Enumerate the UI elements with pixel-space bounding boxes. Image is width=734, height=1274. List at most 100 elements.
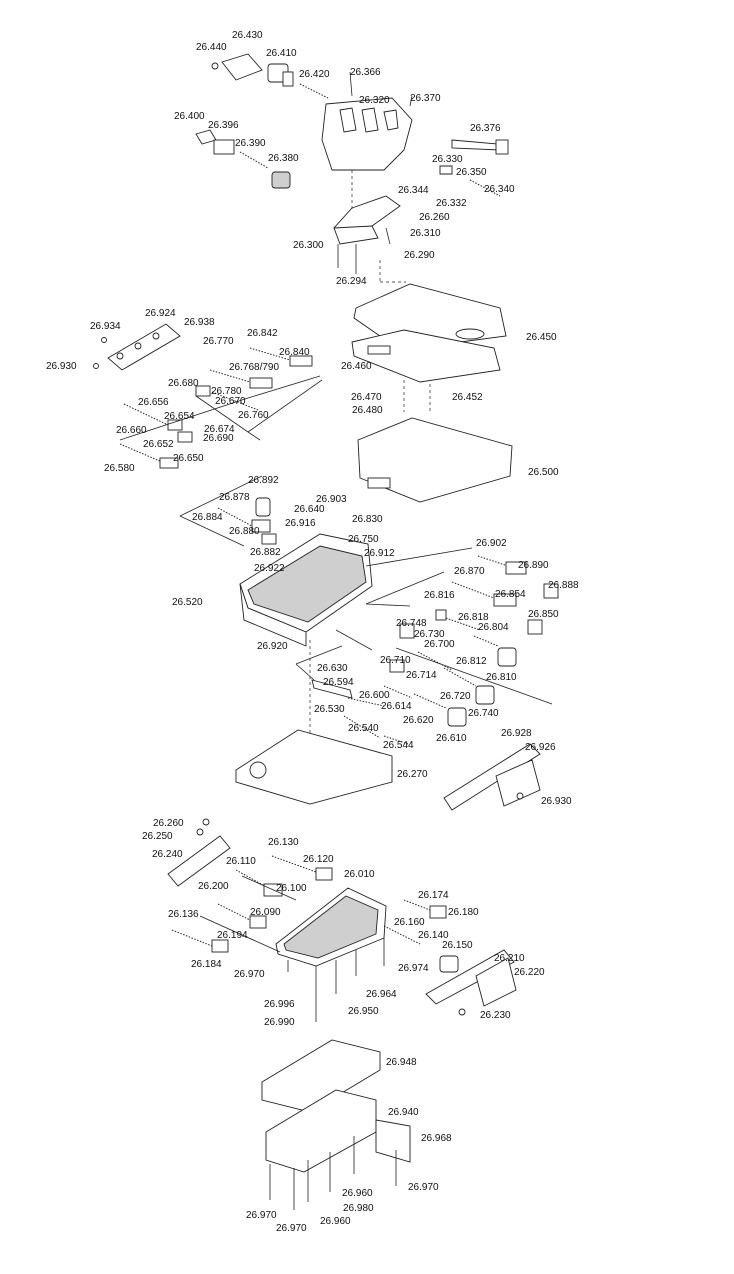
label: 26.974 — [398, 963, 429, 974]
label: 26.656 — [138, 397, 169, 408]
label: 26.960 — [342, 1188, 373, 1199]
label: 26.294 — [336, 276, 367, 287]
label: 26.970 — [276, 1223, 307, 1234]
label: 26.912 — [364, 548, 395, 559]
label: 26.340 — [484, 184, 515, 195]
label: 26.780 — [211, 386, 242, 397]
label: 26.720 — [440, 691, 471, 702]
label: 26.530 — [314, 704, 345, 715]
lower-plate-group — [235, 729, 541, 811]
label: 26.750 — [348, 534, 379, 545]
label: 26.990 — [264, 1017, 295, 1028]
label: 26.884 — [192, 512, 223, 523]
label: 26.330 — [432, 154, 463, 165]
label: 26.344 — [398, 185, 429, 196]
label: 26.650 — [173, 453, 204, 464]
label: 26.452 — [452, 392, 483, 403]
label: 26.654 — [164, 411, 195, 422]
label: 26.390 — [235, 138, 266, 149]
label: 26.810 — [486, 672, 517, 683]
label: 26.980 — [343, 1203, 374, 1214]
label: 26.850 — [528, 609, 559, 620]
label: 26.366 — [350, 67, 381, 78]
label: 26.420 — [299, 69, 330, 80]
label: 26.200 — [198, 881, 229, 892]
label: 26.818 — [458, 612, 489, 623]
label: 26.544 — [383, 740, 414, 751]
label: 26.970 — [246, 1210, 277, 1221]
label: 26.400 — [174, 111, 205, 122]
label: 26.890 — [518, 560, 549, 571]
label: 26.120 — [303, 854, 334, 865]
label: 26.450 — [526, 332, 557, 343]
label: 26.500 — [528, 467, 559, 478]
label: 26.260 — [419, 212, 450, 223]
label: 26.140 — [418, 930, 449, 941]
label: 26.100 — [276, 883, 307, 894]
label: 26.370 — [410, 93, 441, 104]
label: 26.760 — [238, 410, 269, 421]
part-labels: 26.430 26.440 26.410 26.420 26.366 26.32… — [46, 30, 579, 1234]
label: 26.010 — [344, 869, 375, 880]
label: 26.870 — [454, 566, 485, 577]
label: 26.594 — [323, 677, 354, 688]
label: 26.620 — [403, 715, 434, 726]
label: 26.320 — [359, 95, 390, 106]
label: 26.842 — [247, 328, 278, 339]
label: 26.730 — [414, 629, 445, 640]
label: 26.520 — [172, 597, 203, 608]
label: 26.770 — [203, 336, 234, 347]
label: 26.964 — [366, 989, 397, 1000]
label: 26.310 — [410, 228, 441, 239]
label: 26.902 — [476, 538, 507, 549]
label: 26.878 — [219, 492, 250, 503]
label: 26.680 — [168, 378, 199, 389]
label: 26.110 — [226, 856, 256, 867]
label: 26.460 — [341, 361, 372, 372]
label: 26.830 — [352, 514, 383, 525]
label: 26.882 — [250, 547, 281, 558]
label: 26.614 — [381, 701, 412, 712]
label: 26.332 — [436, 198, 467, 209]
label: 26.920 — [257, 641, 288, 652]
label: 26.970 — [234, 969, 265, 980]
label: 26.194 — [217, 930, 248, 941]
label: 26.410 — [266, 48, 297, 59]
label: 26.610 — [436, 733, 467, 744]
label: 26.960 — [320, 1216, 351, 1227]
label: 26.180 — [448, 907, 479, 918]
label: 26.934 — [90, 321, 121, 332]
label: 26.220 — [514, 967, 545, 978]
label: 26.260 — [153, 818, 184, 829]
label: 26.924 — [145, 308, 176, 319]
label: 26.230 — [480, 1010, 511, 1021]
label: 26.970 — [408, 1182, 439, 1193]
label: 26.174 — [418, 890, 449, 901]
label: 26.930 — [541, 796, 572, 807]
label: 26.996 — [264, 999, 295, 1010]
label: 26.816 — [424, 590, 455, 601]
label: 26.812 — [456, 656, 487, 667]
label: 26.922 — [254, 563, 285, 574]
label: 26.950 — [348, 1006, 379, 1017]
label: 26.930 — [46, 361, 77, 372]
label: 26.470 — [351, 392, 382, 403]
label: 26.660 — [116, 425, 147, 436]
label: 26.903 — [316, 494, 347, 505]
left-valve-train-group — [93, 323, 323, 547]
label: 26.926 — [525, 742, 556, 753]
label: 26.540 — [348, 723, 379, 734]
label: 26.748 — [396, 618, 427, 629]
label: 26.840 — [279, 347, 310, 358]
label: 26.804 — [478, 622, 509, 633]
label: 26.948 — [386, 1057, 417, 1068]
label: 26.440 — [196, 42, 227, 53]
label: 26.640 — [294, 504, 325, 515]
label: 26.938 — [184, 317, 215, 328]
label: 26.888 — [548, 580, 579, 591]
label: 26.700 — [424, 639, 455, 650]
label: 26.396 — [208, 120, 239, 131]
label: 26.300 — [293, 240, 324, 251]
label: 26.928 — [501, 728, 532, 739]
